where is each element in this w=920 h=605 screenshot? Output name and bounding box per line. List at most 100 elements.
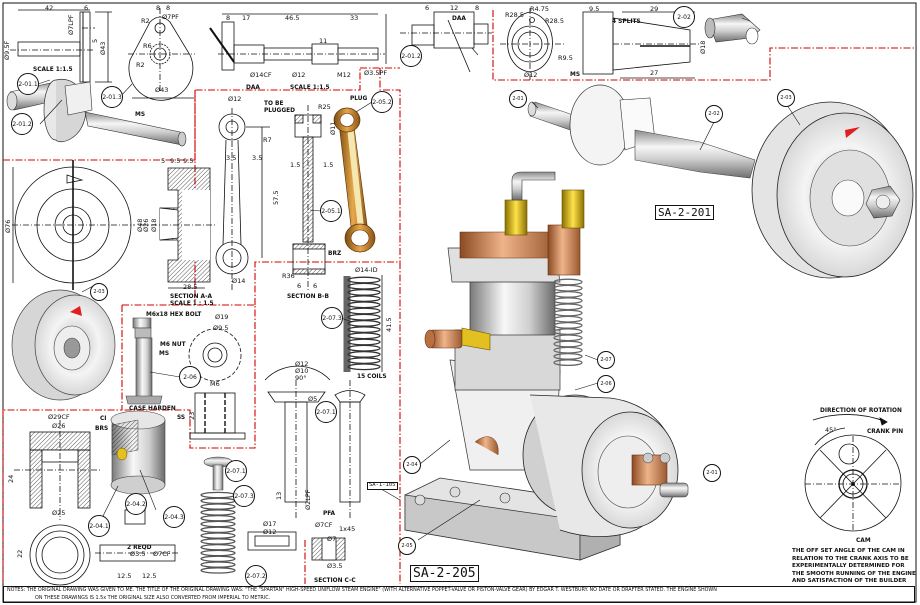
balloon-2-01-2b: 2-01.2 [400,45,422,67]
dim-vh-d2lpf: Ø2LPF [304,489,312,510]
spring-coil [200,520,236,528]
dim-vh-d5: Ø5 [308,395,318,403]
dim-6: 6 [84,4,89,12]
label-pfa: PFA [323,509,336,517]
dim-29: 29 [650,5,659,13]
dim-t8: 8 [475,4,480,12]
dim-cr-d14: Ø14 [232,277,246,285]
cam-rotation-diagram [804,414,902,532]
balloon-2-06: 2-06 [179,366,201,388]
eccentric-detail-view [400,11,492,73]
dim-r2a: R2 [141,17,150,25]
dim-17: 17 [242,14,251,22]
cam-front-view [500,8,565,80]
spring-coil [200,555,236,563]
dim-8c: 8 [226,14,231,22]
spring-coil [200,526,236,534]
balloon-main-2-06: 2-06 [597,375,615,393]
spring-coil [553,321,583,329]
dim-v-m6: M6 [210,380,220,388]
spring-coil [347,307,381,315]
dim-vh-d7cf: Ø7CF [315,521,333,529]
label-angle-90: 90° [295,374,307,382]
dim-33: 33 [350,14,359,22]
dim-c-d7: Ø7 [327,535,337,543]
crankshaft-side-view [10,9,112,83]
label-ms-crank: MS [135,110,146,118]
label-scale-crank: SCALE 1:1.5 [33,65,73,73]
balloon-2-02: 2-02 [673,6,695,28]
dim-p-d26: Ø26 [52,422,66,430]
spring-coil [553,297,583,305]
dim-r7: R7 [263,136,272,144]
notes-line-2: ON THESE DRAWINGS IS 1.5x THE ORIGINAL S… [35,594,271,601]
balloon-2-04-3: 2-04.3 [163,506,185,528]
balloon-assy-2-02: 2-02 [705,105,723,123]
drawing-notes: NOTES: THE ORIGINAL DRAWING WAS GIVEN TO… [3,586,915,603]
dim-v-23: 23 [188,411,196,420]
balloon-2-05-1: 2-05.1 [320,200,342,222]
collet-side-view [582,11,700,79]
dim-5: 5 [91,38,99,43]
balloon-2-07-1a: 2-07.1 [315,401,337,423]
balloon-main-2-04: 2-04 [403,456,421,474]
dim-p-24: 24 [7,474,15,483]
balloon-2-07-1b: 2-07.1 [225,460,247,482]
dim-d26: Ø26 [142,218,150,232]
balloon-2-01-1: 2-01.1 [17,73,39,95]
balloon-2-01-2: 2-01.2 [11,113,33,135]
balloon-2-01-3: 2-01.3 [101,86,123,108]
balloon-2-07-3b: 2-07.3 [233,485,255,507]
assembly-tag-sa-1-105: SA-1-105 [367,482,398,490]
dim-d7pf: Ø7PF [162,13,179,21]
spring-coil [553,315,583,323]
label-section-aa: SECTION A-A [170,292,213,300]
dim-r25: R25 [318,103,331,111]
assembly-tag-sa-2-201: SA-2-201 [655,205,714,220]
dim-p-d29cf: Ø29CF [48,413,70,421]
valve-isometric [200,456,236,574]
dim-d95f: Ø9.5F [3,40,11,60]
dim-46-5: 46.5 [285,14,300,22]
dim-cr-3-5b: 3.5 [252,154,263,162]
spring-coil [553,303,583,311]
dim-t6: 6 [425,4,430,12]
dim-cs-1-5b: 1.5 [323,161,334,169]
label-15-coils: 15 COILS [357,372,387,380]
dim-c-d12: Ø12 [263,528,277,536]
dim-r6: R6 [143,42,152,50]
balloon-main-2-05: 2-05 [398,537,416,555]
balloon-2-07-3: 2-07.3 [321,307,343,329]
dim-42: 42 [45,4,54,12]
piston-plan-view [29,524,91,586]
dim-r95: R9.5 [558,54,573,62]
dim-c-d17: Ø17 [263,520,277,528]
dim-11: 11 [319,37,328,45]
spring-coil [200,567,236,574]
notes-line-1: NOTES: THE ORIGINAL DRAWING WAS GIVEN TO… [7,587,717,593]
balloon-2-04-2: 2-04.2 [125,493,147,515]
dim-d7lpf: Ø7LPF [67,14,75,35]
label-m6-nut: M6 NUT [160,340,186,348]
spring-coil [347,313,381,321]
dim-f9-5b: 9.5 [183,157,194,165]
dim-r475: R4.75 [530,5,549,13]
spring-coil [200,514,236,522]
spring-coil [347,282,381,290]
spring-coil [200,538,236,545]
label-scale-eccentric: SCALE 1:1.5 [290,83,330,91]
spring-coil [200,491,236,499]
dim-cr-3-5a: 3.5 [226,154,237,162]
label-angle-45: 45° [825,426,837,434]
dim-r285: R28.5 [505,11,524,19]
label-brs: BRS [95,424,109,432]
dim-d12b: Ø12 [524,71,538,79]
spring-coil [347,357,381,365]
spring-coil [347,344,381,352]
dim-cr-d12: Ø12 [228,95,242,103]
spring-coil [553,284,583,292]
balloon-main-2-07: 2-07 [597,351,615,369]
label-to-be-plugged: TO BE PLUGGED [264,99,295,114]
dim-d12: Ø12 [292,71,306,79]
label-2-reqd: 2 REQD [127,543,152,551]
